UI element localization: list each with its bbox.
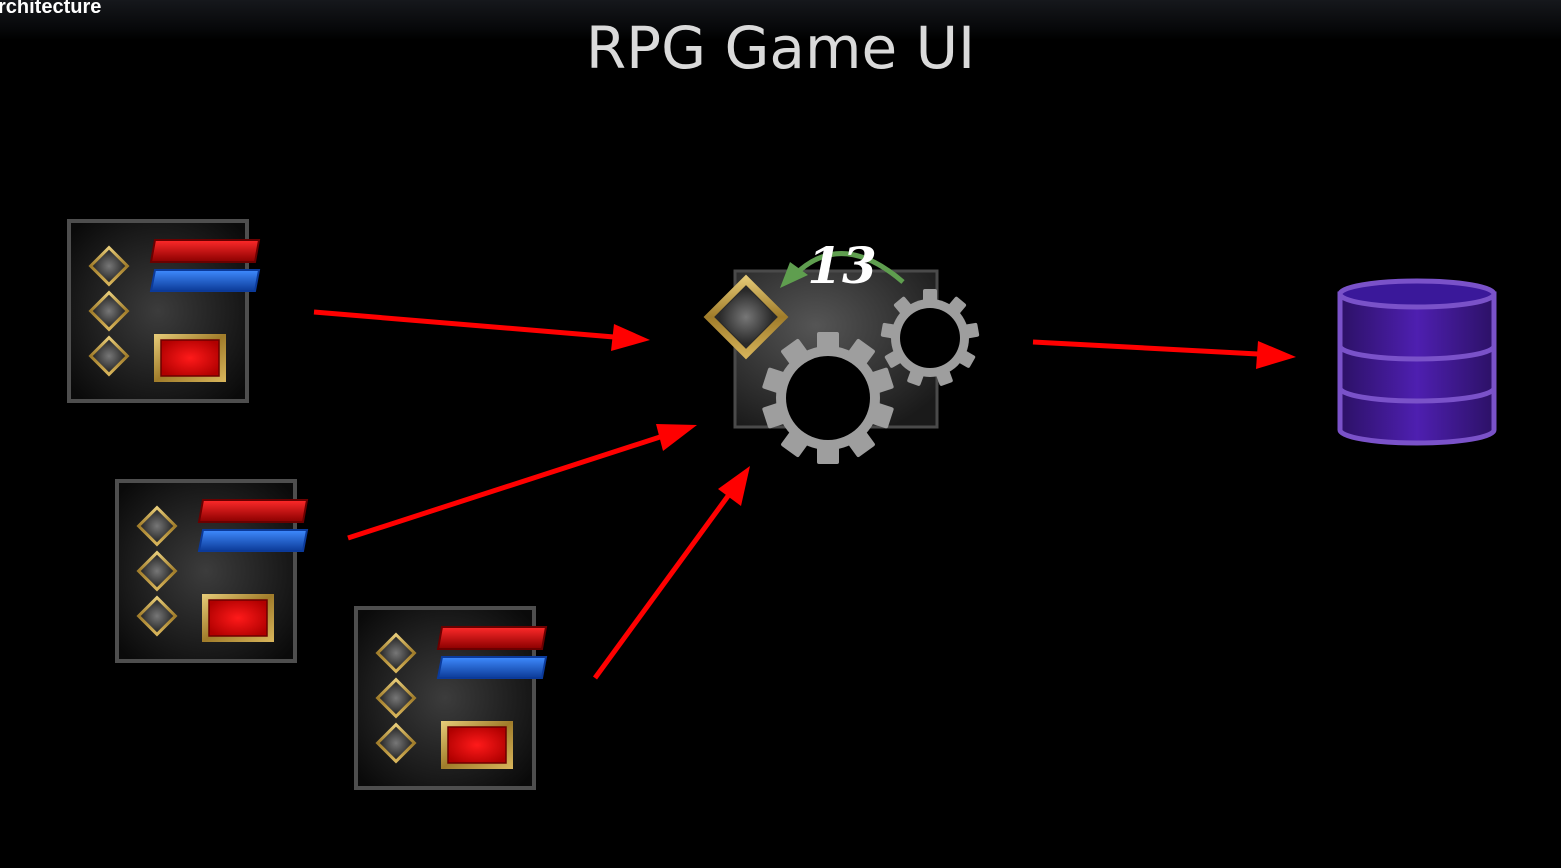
database-icon xyxy=(1337,278,1497,446)
arrow-server-to-database xyxy=(1032,339,1296,369)
arrow-client2-to-server xyxy=(347,424,697,541)
diamond-gem-icon xyxy=(703,274,789,360)
arrow-client1-to-server xyxy=(313,309,650,351)
section-label: rchitecture xyxy=(0,0,102,18)
page-title: RPG Game UI xyxy=(585,14,976,82)
large-gear-icon xyxy=(761,332,895,464)
client-panel-1 xyxy=(67,219,261,403)
top-bar xyxy=(0,0,1561,40)
client-panel-2 xyxy=(115,479,309,663)
arrow-client3-to-server xyxy=(592,466,750,680)
counter-number: 13 xyxy=(807,236,877,295)
server-node: 13 xyxy=(703,236,980,464)
client-panel-3 xyxy=(354,606,548,790)
refresh-arrow-icon xyxy=(780,251,905,288)
